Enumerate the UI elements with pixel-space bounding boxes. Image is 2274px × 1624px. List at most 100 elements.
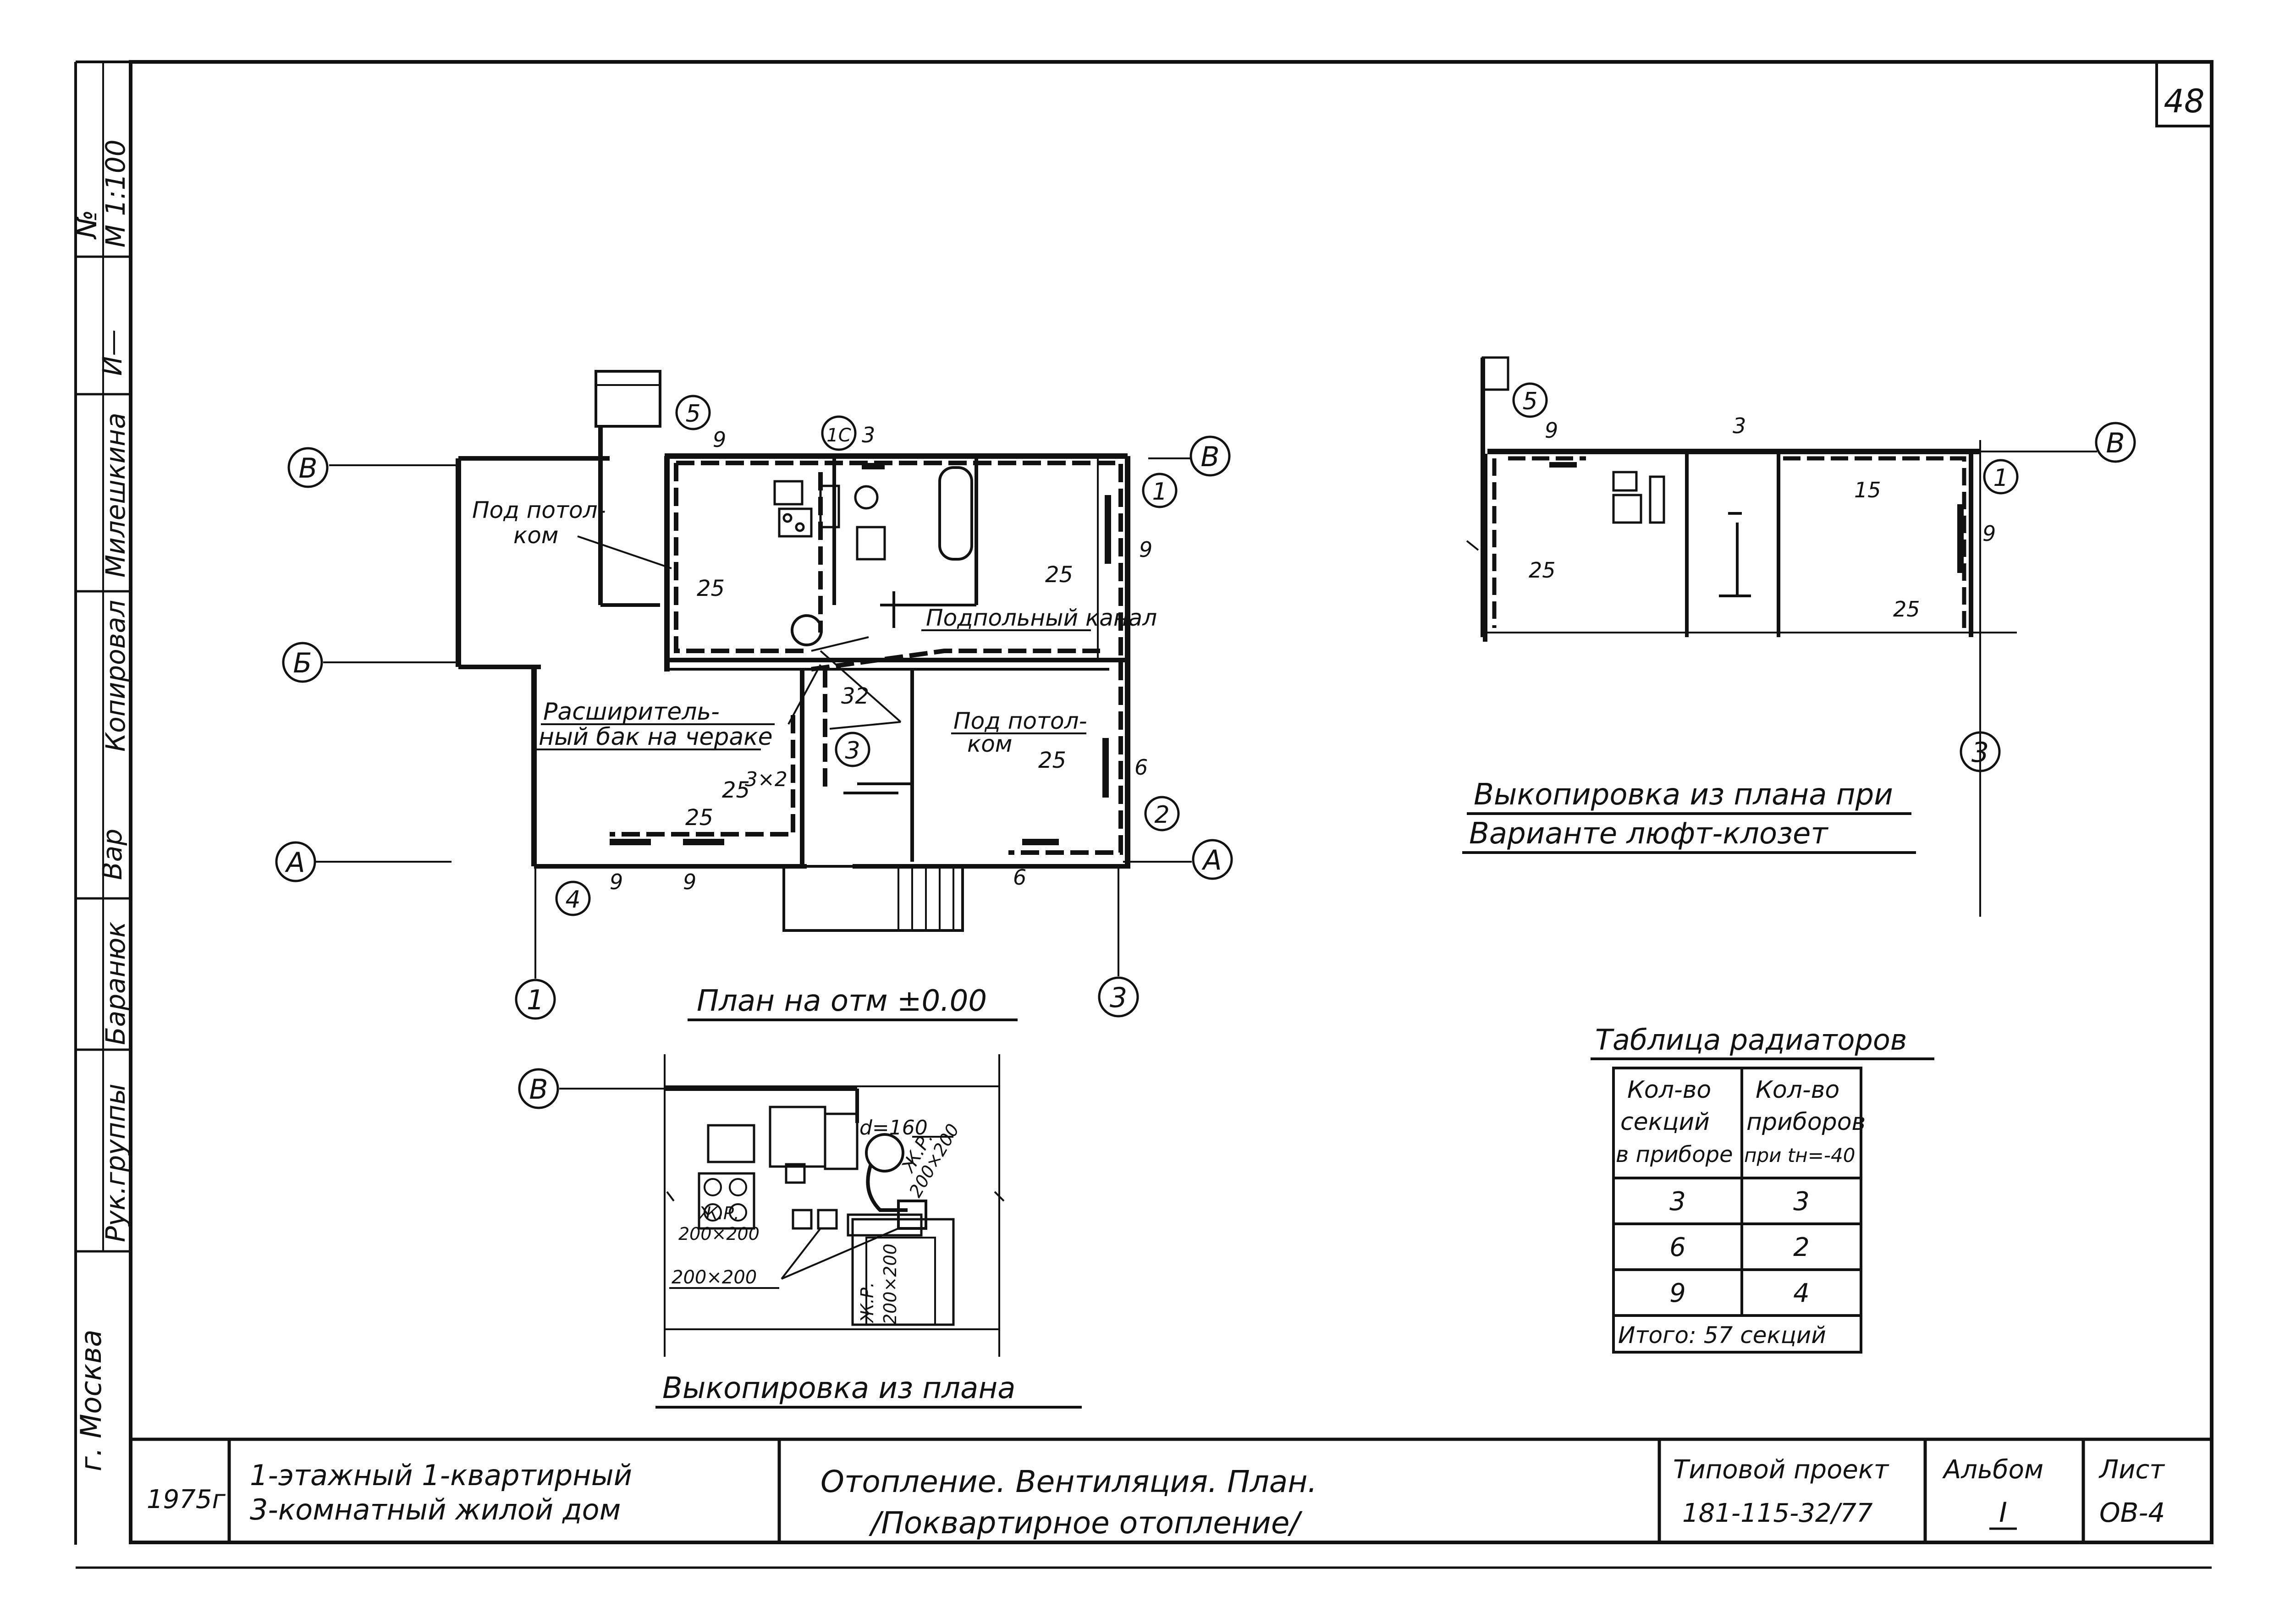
note-under-ceiling-1a: Под потол- (472, 497, 606, 523)
tb-album-label: Альбом (1942, 1455, 2043, 1485)
strip-role-1: Копировал (100, 600, 131, 752)
main-axis-row-bubble: А (275, 841, 316, 882)
section-count: 9 (683, 870, 696, 894)
svg-text:3: 3 (1110, 982, 1127, 1014)
section-count: 6 (1013, 865, 1026, 890)
table-row: 3 3 (1669, 1187, 1810, 1217)
svg-text:6: 6 (1669, 1233, 1686, 1262)
section-count: 6 (1134, 755, 1148, 780)
vent-plan: В d=160 Ж.Р. 200×200 Ж.Р. 200×200 200×20… (518, 1054, 1082, 1409)
radiator (610, 839, 651, 845)
radiator (1022, 839, 1059, 845)
svg-text:3: 3 (1971, 737, 1989, 769)
sheet-number-box: 48 (2155, 61, 2213, 127)
table-header-2c: при tн=-40 (1744, 1144, 1855, 1167)
variant-axis-row-bubble: В (2095, 422, 2136, 463)
note-under-ceiling-2a: Под потол- (953, 708, 1087, 734)
strip-name-2: Баранюк (100, 922, 131, 1045)
strip-role-2: Рук.группы (100, 1084, 131, 1242)
svg-text:9: 9 (1669, 1278, 1686, 1308)
main-axis-row-bubble: В (1189, 435, 1231, 477)
table-total: Итого: 57 секций (1618, 1322, 1826, 1349)
strip-city: г. Москва (74, 1330, 108, 1472)
variant-riser-mark: 5 (1512, 382, 1548, 418)
strip-signature-2: Вар (97, 829, 128, 880)
main-plan-axes (315, 457, 1192, 979)
svg-text:4: 4 (565, 886, 580, 914)
note-under-ceiling-2b: ком (967, 731, 1013, 757)
vent-size-2: 200×200 (678, 1224, 760, 1244)
svg-text:В: В (298, 452, 317, 484)
vent-title: Выкопировка из плана (662, 1371, 1015, 1405)
vent-diameter: d=160 (859, 1116, 928, 1140)
strip-scale: М 1:100 (100, 139, 131, 248)
vent-duct-3: Ж.Р. (857, 1282, 877, 1323)
radiator (1549, 462, 1577, 468)
boiler-circle (791, 614, 823, 646)
svg-text:5: 5 (1522, 388, 1537, 415)
svg-text:А: А (284, 847, 305, 879)
pipe-label: 25 (1038, 748, 1066, 773)
variant-label: 15 (1854, 478, 1881, 502)
svg-text:1С: 1С (826, 425, 851, 446)
table-header-1a: Кол-во (1627, 1076, 1711, 1104)
variant-riser-mark: 1 (1983, 459, 2019, 495)
note-expansion-b: ный бак на чераке (539, 723, 773, 751)
heating-pipes (610, 461, 1123, 855)
variant-title-1: Выкопировка из плана при (1474, 778, 1893, 812)
tb-project-label: Типовой проект (1673, 1455, 1889, 1485)
pipe-label: 25 (697, 576, 725, 601)
svg-text:2: 2 (1154, 801, 1169, 829)
kitchen-equipment (773, 480, 886, 646)
svg-text:3: 3 (1793, 1187, 1810, 1217)
radiators (610, 463, 1111, 845)
svg-text:1: 1 (1152, 478, 1167, 506)
riser-mark: 4 (555, 881, 591, 916)
strip-number-label: № (71, 210, 103, 240)
tb-project-number: 181-115-32/77 (1682, 1498, 1873, 1528)
svg-text:4: 4 (1793, 1278, 1810, 1308)
svg-text:1: 1 (527, 984, 544, 1016)
table-header-1b: секций (1620, 1108, 1710, 1136)
vent-duct-2: Ж.Р. (698, 1203, 739, 1223)
table-header-2b: приборов (1746, 1108, 1866, 1136)
riser-mark: 2 (1144, 796, 1180, 831)
table-title: Таблица радиаторов (1595, 1023, 1907, 1057)
pipe-label: 25 (1045, 562, 1073, 588)
svg-text:3: 3 (1669, 1187, 1686, 1217)
tb-year: 1975г (147, 1485, 226, 1514)
variant-label: 9 (1982, 521, 1996, 546)
svg-text:В: В (1200, 441, 1219, 473)
main-plan-walls (456, 370, 1130, 932)
leader-lines (577, 535, 902, 730)
variant-axis-col-bubble: 3 (1960, 731, 2001, 772)
tb-album-value: I (1999, 1497, 2007, 1529)
radiator (1105, 495, 1111, 564)
svg-text:5: 5 (685, 400, 700, 428)
pipe-label: 25 (685, 805, 713, 831)
vent-size-3: 200×200 (672, 1267, 757, 1288)
strip-signature-1: И— (97, 330, 128, 376)
radiator (1102, 738, 1109, 798)
left-strip: № М 1:100 И— Милешкина Копировал Вар Бар… (71, 62, 131, 1471)
table-header-2a: Кол-во (1756, 1076, 1839, 1104)
variant-label: 3 (1733, 413, 1746, 438)
pipe-label: 25 (722, 777, 750, 803)
vent-size-4: 200×200 (880, 1244, 900, 1325)
radiator (683, 839, 724, 845)
variant-label: 25 (1529, 558, 1556, 583)
svg-text:А: А (1201, 844, 1222, 876)
radiator (1957, 504, 1964, 573)
table-row: 6 2 (1669, 1233, 1810, 1262)
sheet-number: 48 (2164, 83, 2204, 120)
tb-subject-1: Отопление. Вентиляция. План. (820, 1464, 1317, 1499)
table-row: 9 4 (1669, 1278, 1810, 1308)
main-axis-row-bubble: Б (282, 642, 323, 683)
variant-title-2: Варианте люфт-клозет (1469, 817, 1828, 851)
tb-sheet-label: Лист (2098, 1455, 2165, 1485)
pipe-label: 3×2 (745, 768, 787, 791)
radiator (862, 463, 885, 469)
section-count: 9 (610, 870, 623, 894)
